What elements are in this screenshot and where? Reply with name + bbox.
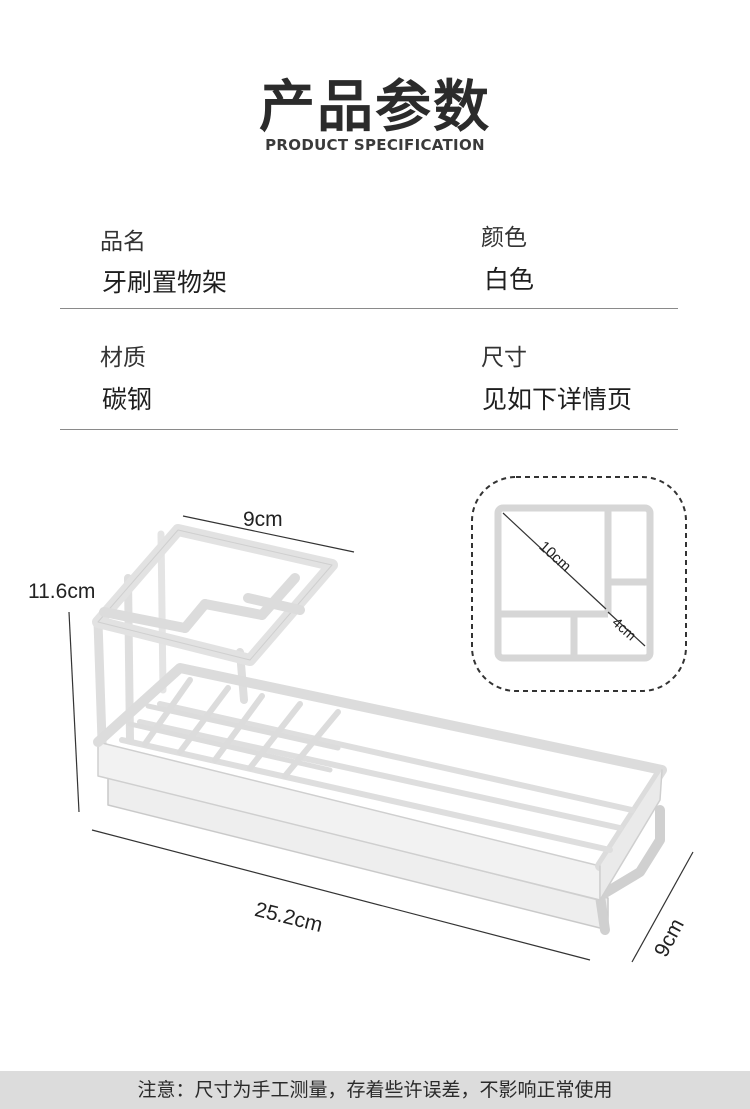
top-view-inset: [471, 476, 687, 692]
dimension-top-width: 9cm: [243, 508, 283, 531]
spec-label-material: 材质: [100, 345, 146, 371]
spec-value-color: 白色: [484, 265, 535, 294]
spec-divider: [60, 429, 678, 430]
spec-label-size: 尺寸: [481, 345, 527, 371]
spec-value-material: 碳钢: [102, 385, 153, 414]
spec-divider: [60, 308, 678, 309]
footer-note: 注意：尺寸为手工测量，存着些许误差，不影响正常使用: [0, 1071, 750, 1109]
spec-value-size: 见如下详情页: [482, 385, 633, 414]
spec-label-name: 品名: [100, 229, 146, 255]
toothbrush-rack-drawing: [92, 524, 667, 935]
spec-value-name: 牙刷置物架: [102, 268, 228, 297]
page-subtitle: PRODUCT SPECIFICATION: [265, 136, 485, 154]
dimension-lines: [68, 515, 694, 963]
page-title: 产品参数: [259, 75, 491, 140]
dimension-height: 11.6cm: [28, 580, 96, 603]
spec-label-color: 颜色: [481, 225, 527, 251]
